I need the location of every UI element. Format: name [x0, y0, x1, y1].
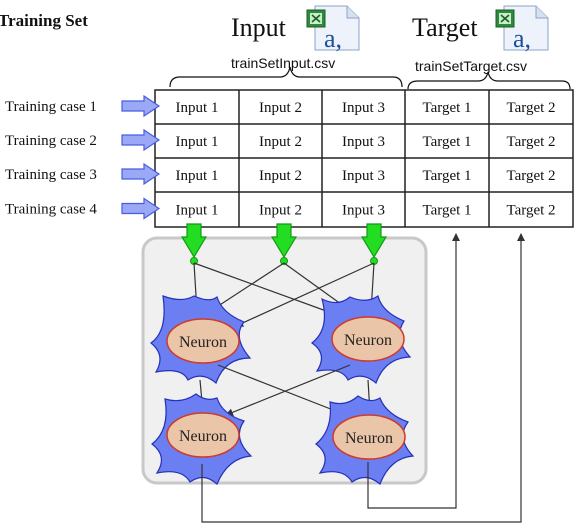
input-brace [169, 66, 403, 88]
row-arrow-icon [121, 94, 161, 118]
table-cell: Input 1 [176, 100, 219, 116]
diagram-title: Training Set [0, 11, 88, 30]
table-cells: Input 1 Input 2 Input 3 Target 1 Target 2 Inp… [176, 100, 556, 219]
input-file-icon-letter: a, [324, 24, 342, 53]
row-arrow-icon [121, 162, 161, 186]
table-cell: Input 2 [259, 134, 302, 150]
table-cell: Input 3 [342, 168, 385, 184]
row-label: Training case 2 [5, 133, 97, 149]
target-comparison-lines [201, 233, 525, 523]
excel-csv-file-icon: a, [495, 5, 549, 53]
table-cell: Target 1 [422, 168, 471, 184]
table-cell: Target 1 [422, 203, 471, 219]
input-filename: trainSetInput.csv [231, 55, 335, 71]
training-table [154, 89, 574, 228]
table-cell: Target 2 [506, 134, 555, 150]
row-label: Training case 4 [5, 202, 97, 218]
neuron-label: Neuron [345, 430, 393, 447]
input-nodes [190, 257, 378, 265]
target-header-label: Target [412, 13, 478, 42]
table-cell: Target 2 [506, 203, 555, 219]
neuron-output-right: Neuron [315, 395, 415, 486]
neuron-label: Neuron [179, 428, 227, 445]
table-cell: Input 3 [342, 134, 385, 150]
table-cell: Input 1 [176, 203, 219, 219]
row-label: Training case 1 [5, 99, 97, 115]
table-cell: Input 1 [176, 134, 219, 150]
target-filename: trainSetTarget.csv [415, 58, 527, 74]
row-arrow-icon [121, 197, 161, 220]
table-cell: Target 2 [506, 100, 555, 116]
table-cell: Target 1 [422, 100, 471, 116]
neuron-hidden-right: Neuron [310, 295, 412, 385]
row-labels: Training case 1 Training case 2 Training c… [5, 94, 161, 220]
input-arrows [180, 223, 388, 259]
input-arrow-2 [270, 223, 298, 259]
input-arrow-1 [180, 223, 208, 259]
table-cell: Input 1 [176, 168, 219, 184]
table-cell: Input 2 [259, 168, 302, 184]
target-brace [407, 71, 571, 90]
neuron-label: Neuron [179, 334, 227, 351]
table-cell: Input 3 [342, 203, 385, 219]
table-cell: Target 2 [506, 168, 555, 184]
table-cell: Input 3 [342, 100, 385, 116]
row-arrow-icon [121, 128, 161, 152]
input-header-label: Input [231, 13, 287, 42]
table-cell: Target 1 [422, 134, 471, 150]
row-label: Training case 3 [5, 167, 97, 183]
excel-csv-file-icon: a, [306, 5, 360, 53]
input-arrow-3 [360, 223, 388, 259]
neuron-hidden-left: Neuron [150, 295, 252, 385]
neuron-label: Neuron [344, 332, 392, 349]
neuron-output-left: Neuron [151, 393, 253, 486]
table-cell: Input 2 [259, 203, 302, 219]
table-cell: Input 2 [259, 100, 302, 116]
target-file-icon-letter: a, [513, 24, 531, 53]
